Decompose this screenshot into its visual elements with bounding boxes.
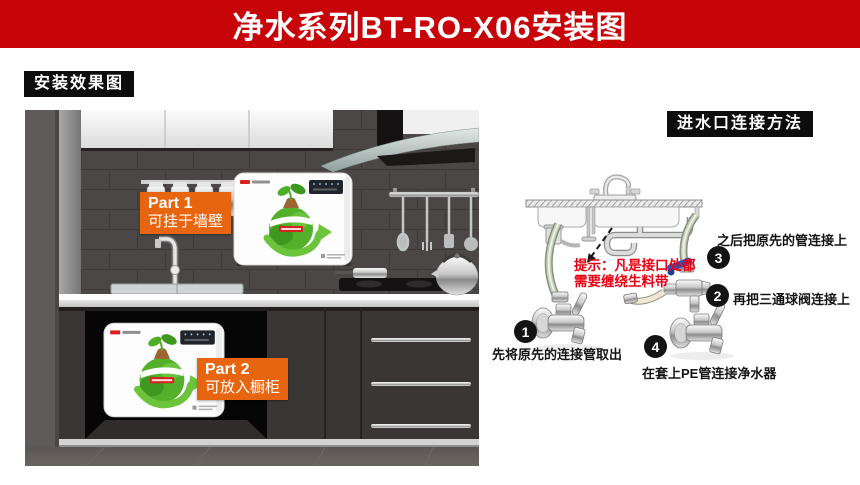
plumbing-illustration	[525, 174, 734, 360]
title-banner: 净水系列BT-RO-X06安装图	[0, 0, 860, 48]
teflon-tape-tip: 提示：凡是接口处都 需要缠绕生料带	[574, 258, 696, 290]
kitchen-floor	[25, 439, 479, 467]
tip-line1: 提示：凡是接口处都	[574, 258, 696, 273]
step-4-text: 在套上PE管连接净水器	[642, 366, 777, 381]
pe-hose-icon	[623, 289, 666, 305]
braided-hose-icon	[544, 222, 569, 303]
effect-section-label: 安装效果图	[24, 71, 135, 97]
part1-title: Part 1	[148, 195, 193, 212]
part2-title: Part 2	[205, 361, 250, 378]
kitchen-sink	[110, 283, 244, 295]
kitchen-photo: Part 1 可挂于墙壁 Part 2 可放入橱柜	[25, 110, 480, 467]
wall-mounted-purifier	[234, 173, 352, 266]
kitchen-illustration	[25, 110, 480, 467]
step-3-marker: 3	[707, 246, 730, 269]
part1-tag: Part 1 可挂于墙壁	[140, 192, 232, 234]
ball-valve-icon	[663, 257, 711, 313]
dashed-arrow-icon	[587, 227, 613, 263]
page-title: 净水系列BT-RO-X06安装图	[232, 9, 628, 45]
tip-line2: 需要缠绕生料带	[574, 274, 669, 289]
gas-stove	[335, 268, 445, 291]
step-1-text: 先将原先的连接管取出	[492, 347, 623, 362]
step-2-text: 再把三通球阀连接上	[733, 292, 851, 307]
inlet-connection-diagram: 提示：凡是接口处都 需要缠绕生料带 1 先将原先的连接管取出 2 再把三通球阀连…	[490, 160, 860, 400]
utensil-rack	[388, 188, 480, 252]
part2-tag: Part 2 可放入橱柜	[197, 358, 289, 400]
inlet-section-label: 进水口连接方法	[667, 111, 814, 137]
range-hood	[320, 127, 480, 173]
upper-cabinets	[81, 110, 479, 151]
step-1-marker: 1	[514, 320, 537, 343]
step-4-marker: 4	[644, 335, 667, 358]
step-2-marker: 2	[706, 284, 729, 307]
kettle	[431, 253, 479, 296]
step-3-text: 之后把原先的管连接上	[717, 233, 848, 248]
part1-desc: 可挂于墙壁	[148, 213, 224, 231]
countertop	[59, 294, 479, 307]
part2-desc: 可放入橱柜	[205, 379, 281, 397]
